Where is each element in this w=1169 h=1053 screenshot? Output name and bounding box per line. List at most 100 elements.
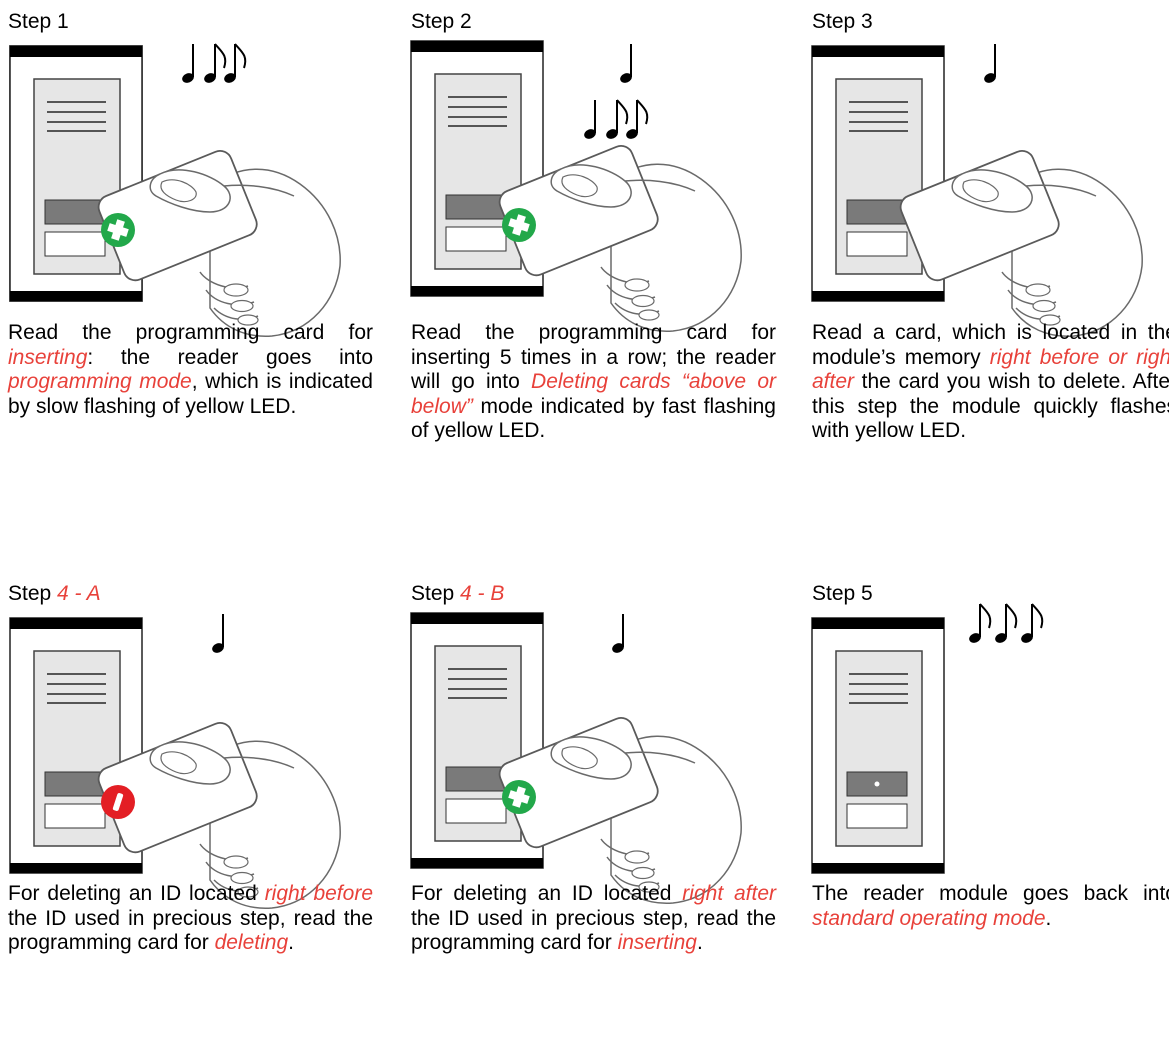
step-1-description: Read the programming card for inserting:…	[8, 321, 373, 419]
led-indicator	[874, 781, 880, 787]
note-flag	[616, 99, 629, 125]
note-head	[969, 633, 981, 643]
step-5-label: Step 5	[812, 582, 873, 605]
step-3-label: Step 3	[812, 10, 873, 33]
step-2-description: Read the programming card for inserting …	[411, 321, 776, 444]
note-head	[612, 643, 624, 653]
speaker-grille	[849, 673, 908, 704]
description-text: : the reader goes into	[87, 345, 373, 369]
step-4a-label: Step 4 - A	[8, 582, 101, 605]
fingernail	[1039, 314, 1061, 326]
note-head	[182, 73, 194, 83]
step-2-label: Step 2	[411, 10, 472, 33]
step-3-description: Read a card, which is located in the mod…	[812, 321, 1169, 444]
hand-edge	[1025, 184, 1097, 197]
note-head	[984, 73, 996, 83]
thumbnail	[160, 751, 197, 775]
fingernail	[631, 866, 655, 880]
module-bottom-bar	[812, 863, 944, 873]
thumbnail	[561, 746, 598, 770]
module-top-bar	[411, 41, 543, 52]
fingernail	[1025, 283, 1051, 297]
note-head	[995, 633, 1007, 643]
note-flag	[214, 43, 227, 69]
hand-edge	[624, 179, 696, 192]
emphasis-text: programming mode	[8, 370, 192, 393]
hand-edge	[223, 756, 295, 769]
note-head	[620, 73, 632, 83]
thumb	[149, 741, 231, 785]
module-top-bar	[10, 46, 142, 57]
note-flag	[636, 99, 649, 125]
led-window	[44, 199, 106, 225]
step-illustration	[410, 612, 742, 904]
description-text: .	[288, 931, 294, 954]
module-top-bar	[10, 618, 142, 629]
step-4b-description: For deleting an ID located right after t…	[411, 882, 776, 956]
description-text: Read the programming card for inserting …	[411, 321, 776, 393]
module-bottom-bar	[411, 286, 543, 296]
description-text: For deleting an ID located	[8, 882, 265, 905]
music-notes-icon	[969, 603, 1044, 643]
fingernail	[223, 855, 249, 869]
name-plate	[44, 803, 106, 829]
note-flag	[234, 43, 247, 69]
led-window	[445, 766, 507, 792]
fingernail	[230, 871, 254, 885]
module-bottom-bar	[10, 863, 142, 873]
name-plate	[846, 803, 908, 829]
speaker-grille	[448, 96, 507, 127]
description-text: The reader module goes back into	[812, 882, 1169, 905]
description-text: Read the programming card for	[8, 321, 373, 344]
led-window	[445, 194, 507, 220]
music-notes-icon	[984, 44, 996, 83]
thumbnail	[160, 179, 197, 203]
fingernail	[624, 850, 650, 864]
led-window	[846, 199, 908, 225]
name-plate	[846, 231, 908, 257]
thumb	[149, 169, 231, 213]
thumbnail	[561, 174, 598, 198]
music-notes-icon	[182, 43, 247, 83]
music-notes-icon	[612, 614, 624, 653]
emphasis-text: right before or right after	[812, 345, 1169, 394]
speaker-grille	[47, 673, 106, 704]
note-flag	[1031, 603, 1044, 629]
step-illustration	[9, 45, 341, 337]
emphasis-text: inserting	[617, 931, 697, 954]
step-1-label: Step 1	[8, 10, 69, 33]
step-5-description: The reader module goes back into standar…	[812, 882, 1169, 931]
fingernail	[624, 278, 650, 292]
speaker-grille	[47, 101, 106, 132]
plus-glyph	[107, 219, 129, 241]
thumb	[550, 164, 632, 208]
name-plate	[445, 226, 507, 252]
name-plate	[445, 798, 507, 824]
music-notes-icon	[584, 44, 649, 139]
note-head	[212, 643, 224, 653]
step-4b-label: Step 4 - B	[411, 582, 505, 605]
thumb	[951, 169, 1033, 213]
note-head	[204, 73, 216, 83]
music-notes-icon	[212, 614, 224, 653]
emphasis-text: right before	[264, 882, 373, 905]
module-bottom-bar	[10, 291, 142, 301]
note-head	[584, 129, 596, 139]
fingernail	[631, 294, 655, 308]
step-4a-description: For deleting an ID located right before …	[8, 882, 373, 956]
step-illustration	[9, 617, 341, 909]
module-top-bar	[812, 46, 944, 57]
fingernail	[638, 881, 660, 893]
note-head	[224, 73, 236, 83]
note-head	[606, 129, 618, 139]
module-bottom-bar	[411, 858, 543, 868]
note-flag	[1005, 603, 1018, 629]
note-head	[626, 129, 638, 139]
fingernail	[638, 309, 660, 321]
note-head	[1021, 633, 1033, 643]
plus-glyph	[508, 786, 530, 808]
note-flag	[979, 603, 992, 629]
description-text: the ID used in precious step, read the p…	[411, 906, 776, 955]
minus-glyph	[112, 793, 124, 811]
